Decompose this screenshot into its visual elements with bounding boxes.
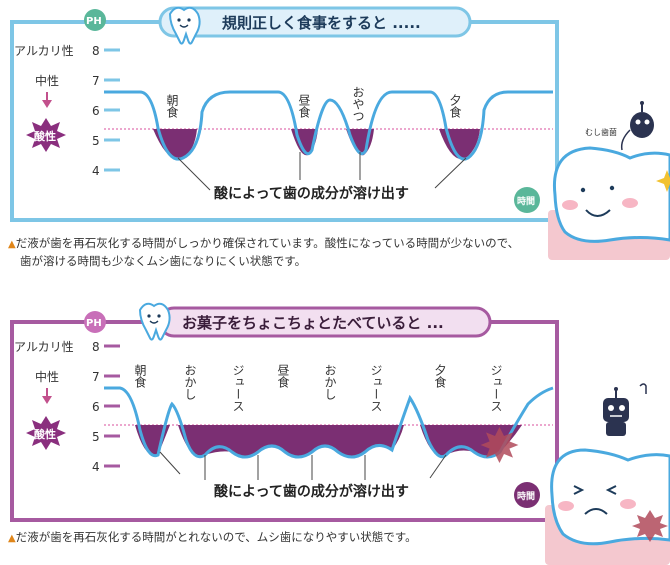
arrowhead-icon [42, 396, 52, 404]
meal-label-breakfast: 朝食 [133, 364, 147, 388]
y-axis: 8 7 6 5 4 [92, 340, 120, 474]
title-bar [158, 6, 472, 38]
tooth-mascot-icon [168, 6, 201, 45]
alkaline-label: アルカリ性 [14, 340, 74, 354]
y-tick-4: 4 [92, 460, 100, 474]
acid-burst-icon [26, 416, 66, 450]
meal-label-lunch: 昼食 [297, 94, 311, 118]
ph-badge [84, 311, 106, 333]
meal-label-snack: おやつ [351, 86, 365, 122]
cavity-germ-icon [620, 101, 654, 151]
annotation-pointers [159, 451, 447, 480]
time-badge [514, 187, 540, 213]
caption-line-1: だ液が歯を再石灰化する時間がとれないので、ムシ歯になりやすい状態です。 [15, 530, 417, 544]
happy-tooth-illustration [548, 146, 670, 260]
y-tick-5: 5 [92, 430, 100, 444]
chart-title: 規則正しく食事をすると ..... [222, 14, 421, 32]
acidic-label: 酸性 [34, 129, 56, 143]
acid-burst-icon [26, 118, 66, 152]
annotation-pointers [177, 152, 467, 191]
meal-label-lunch: 昼食 [276, 364, 290, 388]
ph-label: PH [86, 318, 102, 329]
neutral-label: 中性 [35, 73, 59, 88]
caption-line-2: 歯が溶ける時間も少なくムシ歯になりにくい状態です。 [20, 254, 307, 268]
bullet-triangle-icon: ▲ [8, 533, 16, 544]
y-tick-4: 4 [92, 164, 100, 178]
cavity-germ-icon [603, 383, 647, 436]
panel-regular-meals: 規則正しく食事をすると ..... PH アルカリ性 中性 酸性 8 7 6 5 [0, 0, 670, 265]
meal-label-snack-1: おかし [183, 364, 197, 400]
ph-label: PH [86, 16, 102, 27]
meal-label-snack-2: おかし [323, 364, 337, 400]
y-tick-8: 8 [92, 44, 100, 58]
ph-curve [104, 386, 554, 459]
time-badge [514, 482, 540, 508]
caption-regular: ▲だ液が歯を再石灰化する時間がしっかり確保されています。酸性になっている時間が少… [8, 235, 519, 269]
y-tick-7: 7 [92, 370, 100, 384]
time-label: 時間 [517, 490, 535, 502]
alkaline-label: アルカリ性 [14, 44, 74, 58]
panel-frequent-snacking: お菓子をちょこちょとたべていると ... PH アルカリ性 中性 酸性 8 7 … [0, 300, 670, 565]
arrowhead-icon [42, 100, 52, 108]
ph-chart-snacking: お菓子をちょこちょとたべていると ... PH アルカリ性 中性 酸性 8 7 … [10, 302, 670, 565]
chart-frame [10, 320, 559, 522]
y-tick-7: 7 [92, 74, 100, 88]
time-label: 時間 [517, 195, 535, 207]
chart-title: お菓子をちょこちょとたべていると ... [182, 314, 444, 332]
y-tick-8: 8 [92, 340, 100, 354]
meal-label-breakfast: 朝食 [165, 94, 179, 118]
meal-label-dinner: 夕食 [433, 364, 447, 388]
acid-annotation: 酸によって歯の成分が溶け出す [214, 185, 409, 202]
ph-curve [104, 90, 553, 161]
meal-label-juice-3: ジュース [489, 364, 503, 412]
sad-tooth-illustration [480, 427, 670, 565]
chart-frame [10, 20, 559, 222]
bullet-triangle-icon: ▲ [8, 239, 16, 250]
acid-annotation: 酸によって歯の成分が溶け出す [214, 483, 409, 500]
y-tick-5: 5 [92, 134, 100, 148]
caption-snacking: ▲だ液が歯を再石灰化する時間がとれないので、ムシ歯になりやすい状態です。 [8, 529, 417, 547]
acidic-label: 酸性 [34, 427, 56, 441]
y-tick-6: 6 [92, 104, 100, 118]
ph-badge [84, 9, 106, 31]
neutral-label: 中性 [35, 369, 59, 384]
y-tick-6: 6 [92, 400, 100, 414]
meal-label-juice-2: ジュース [369, 364, 383, 412]
meal-label-juice-1: ジュース [231, 364, 245, 412]
meal-label-dinner: 夕食 [448, 94, 462, 118]
caption-line-1: だ液が歯を再石灰化する時間がしっかり確保されています。酸性になっている時間が少な… [15, 236, 520, 250]
ph-chart-regular: 規則正しく食事をすると ..... PH アルカリ性 中性 酸性 8 7 6 5 [10, 6, 670, 260]
y-axis: 8 7 6 5 4 [92, 44, 120, 178]
tooth-mascot-icon [138, 302, 171, 341]
germ-label: むし歯菌 [585, 127, 617, 137]
